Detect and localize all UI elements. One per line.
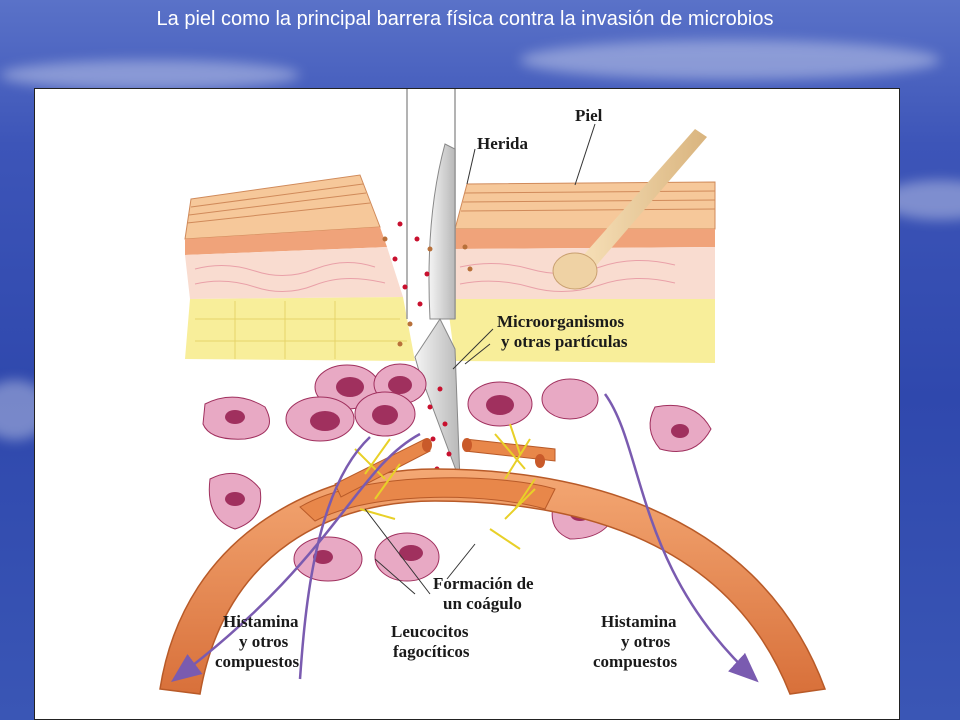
cell [374,532,440,582]
skin-wound-diagram: Piel Herida Microorganismos y otras part… [159,89,827,695]
label-microorganisms-2: y otras partículas [501,332,628,351]
slide-title: La piel como la principal barrera física… [156,8,774,30]
cell [541,378,599,420]
subcutaneous-fat [185,297,715,363]
label-clot-1: Formación de [433,574,534,593]
label-histamine-left-2: y otros [239,632,289,651]
epidermis-left [184,174,387,255]
label-skin: Piel [575,106,603,125]
cell [293,536,363,582]
hair-shaft [552,129,707,290]
histamine-arrows [171,393,759,683]
label-leukocytes-1: Leucocitos [391,622,469,641]
cell [208,472,262,530]
arrow-left-inner [298,436,371,680]
label-histamine-right-1: Histamina [601,612,677,631]
cutting-blade [406,89,461,482]
label-histamine-left-3: compuestos [215,652,299,671]
label-histamine-right-3: compuestos [593,652,677,671]
cell [202,396,270,440]
epidermis-right [453,181,716,249]
label-histamine-left-1: Histamina [223,612,299,631]
label-microorganisms-1: Microorganismos [497,312,625,331]
label-leukocytes-2: fagocíticos [393,642,470,661]
particles-brown [382,236,473,347]
cell [285,396,355,442]
label-clot-2: un coágulo [443,594,522,613]
background-cloud [520,40,940,80]
fibrin-clot [354,423,536,550]
cell [354,391,416,437]
leader-lines [364,123,596,595]
arrow-right [603,393,759,683]
cell [467,381,533,427]
cell [649,404,712,452]
skin-barrier-figure: Piel Herida Microorganismos y otras part… [34,88,900,720]
label-wound: Herida [477,134,528,153]
arrow-left [171,432,421,683]
background-cloud [0,60,300,90]
label-histamine-right-2: y otros [621,632,671,651]
